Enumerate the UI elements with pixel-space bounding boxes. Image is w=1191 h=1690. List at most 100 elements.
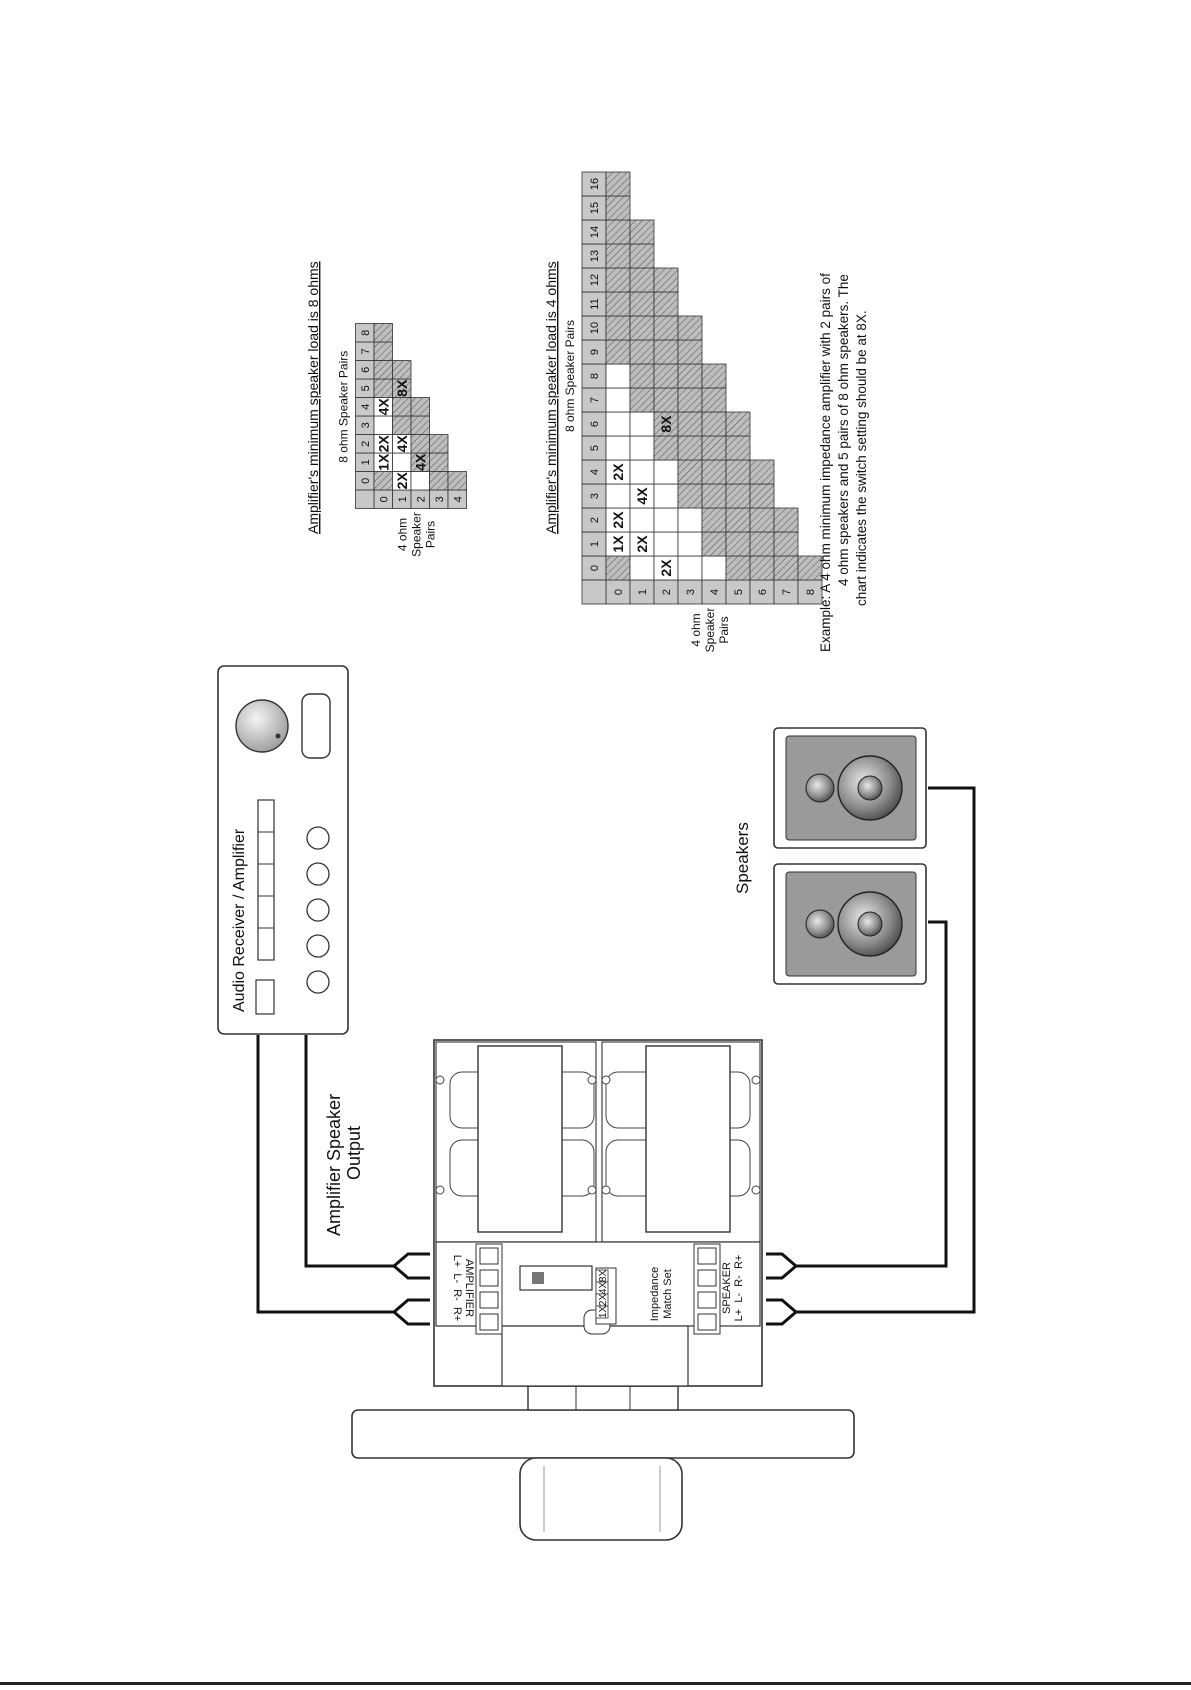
col-header-number: 14 — [589, 226, 601, 238]
speaker-left — [773, 863, 927, 985]
setting-mark: 2X — [394, 472, 410, 490]
example-line-2: 4 ohm speakers and 5 pairs of 8 ohm spea… — [836, 274, 851, 586]
transformer-left — [435, 1041, 597, 1243]
switch-setting-label: 8X — [598, 1270, 609, 1283]
amp-output-label-line1: Amplifier Speaker — [324, 1094, 344, 1236]
row-header-cell — [773, 579, 799, 605]
col-header-cell — [581, 219, 607, 245]
setting-mark: 2X — [634, 535, 650, 553]
setting-mark: 2X — [610, 463, 626, 481]
col-header-cell — [581, 435, 607, 461]
col-header-number: 6 — [360, 367, 372, 373]
chart-cell — [749, 531, 775, 557]
chart-cell — [373, 378, 393, 398]
col-header-number: 4 — [360, 404, 372, 410]
col-header-cell — [581, 363, 607, 389]
chart-cell — [605, 339, 631, 365]
amplifier-block-label: AMPLIFIER — [463, 1259, 475, 1317]
chart-cell — [629, 243, 655, 269]
chart-cell — [629, 339, 655, 365]
chart-cell — [677, 363, 703, 389]
row-header-number: 1 — [397, 496, 409, 502]
corner-cell — [355, 489, 375, 509]
setting-mark: 4X — [375, 398, 391, 416]
chart-cell — [701, 507, 727, 533]
chart-cell — [725, 555, 751, 581]
col-header-number: 0 — [589, 565, 601, 571]
impedance-label-line1: Impedance — [649, 1267, 661, 1321]
chart-cell — [677, 315, 703, 341]
chart-cell — [629, 219, 655, 245]
chart-cell — [410, 397, 430, 417]
speaker-block-label: SPEAKER — [721, 1262, 733, 1314]
chart-cell — [429, 471, 449, 491]
row-header-number: 6 — [757, 589, 769, 595]
col-header-cell — [581, 195, 607, 221]
col-header-number: 2 — [589, 517, 601, 523]
example-line-3: chart indicates the switch setting shoul… — [854, 310, 869, 606]
setting-mark: 4X — [394, 435, 410, 453]
chart-cell — [605, 507, 631, 533]
chart-cell — [373, 323, 393, 343]
row-header-number: 0 — [613, 589, 625, 595]
col-header-number: 7 — [589, 397, 601, 403]
chart-cell — [605, 267, 631, 293]
chart-cell — [677, 339, 703, 365]
chart-cell — [605, 171, 631, 197]
speakers-label: Speakers — [733, 822, 752, 894]
chart-cell — [373, 471, 393, 491]
col-header-number: 8 — [589, 373, 601, 379]
chart-cell — [677, 387, 703, 413]
chart-cell — [653, 315, 679, 341]
chart-cell — [701, 555, 727, 581]
col-header-number: 7 — [360, 348, 372, 354]
col-header-number: 2 — [360, 441, 372, 447]
chart-cell — [725, 483, 751, 509]
col-header-number: 12 — [589, 274, 601, 286]
chart-cell — [701, 387, 727, 413]
chart-cell — [677, 555, 703, 581]
col-header-number: 6 — [589, 421, 601, 427]
row-axis-label: Speaker — [703, 608, 717, 653]
amplifier-terminal-block — [475, 1243, 503, 1335]
chart-cell — [629, 267, 655, 293]
row-header-number: 0 — [378, 496, 390, 502]
switch-setting-label: 2X — [598, 1294, 609, 1307]
volume-control-knob — [351, 1385, 855, 1541]
col-header-number: 11 — [589, 298, 601, 309]
transformer-right — [601, 1041, 761, 1243]
chart-cell — [701, 435, 727, 461]
example-note: Example: A 4 ohm minimum impedance ampli… — [818, 273, 869, 652]
chart-cell — [629, 291, 655, 317]
chart-cell — [725, 531, 751, 557]
chart-cell — [725, 459, 751, 485]
col-header-number: 3 — [589, 493, 601, 499]
row-header-cell — [797, 579, 823, 605]
row-header-number: 2 — [661, 589, 673, 595]
chart-cell — [677, 531, 703, 557]
impedance-module — [433, 1039, 763, 1387]
row-header-number: 8 — [805, 589, 817, 595]
chart-cell — [749, 555, 775, 581]
chart-cell — [392, 452, 412, 472]
speaker-wires — [256, 786, 976, 1326]
col-header-number: 9 — [589, 349, 601, 355]
chart-cell — [605, 243, 631, 269]
chart-cell — [677, 435, 703, 461]
col-header-cell — [581, 291, 607, 317]
chart-cell — [773, 555, 799, 581]
chart-cell — [653, 291, 679, 317]
corner-cell — [581, 579, 607, 605]
chart-cell — [605, 483, 631, 509]
col-header-cell — [581, 483, 607, 509]
speaker-right — [773, 727, 927, 849]
chart-cell — [373, 360, 393, 380]
row-header-cell — [749, 579, 775, 605]
chart-cell — [392, 397, 412, 417]
setting-mark: 2X — [658, 559, 674, 577]
row-header-number: 7 — [781, 589, 793, 595]
col-header-number: 16 — [589, 178, 601, 190]
